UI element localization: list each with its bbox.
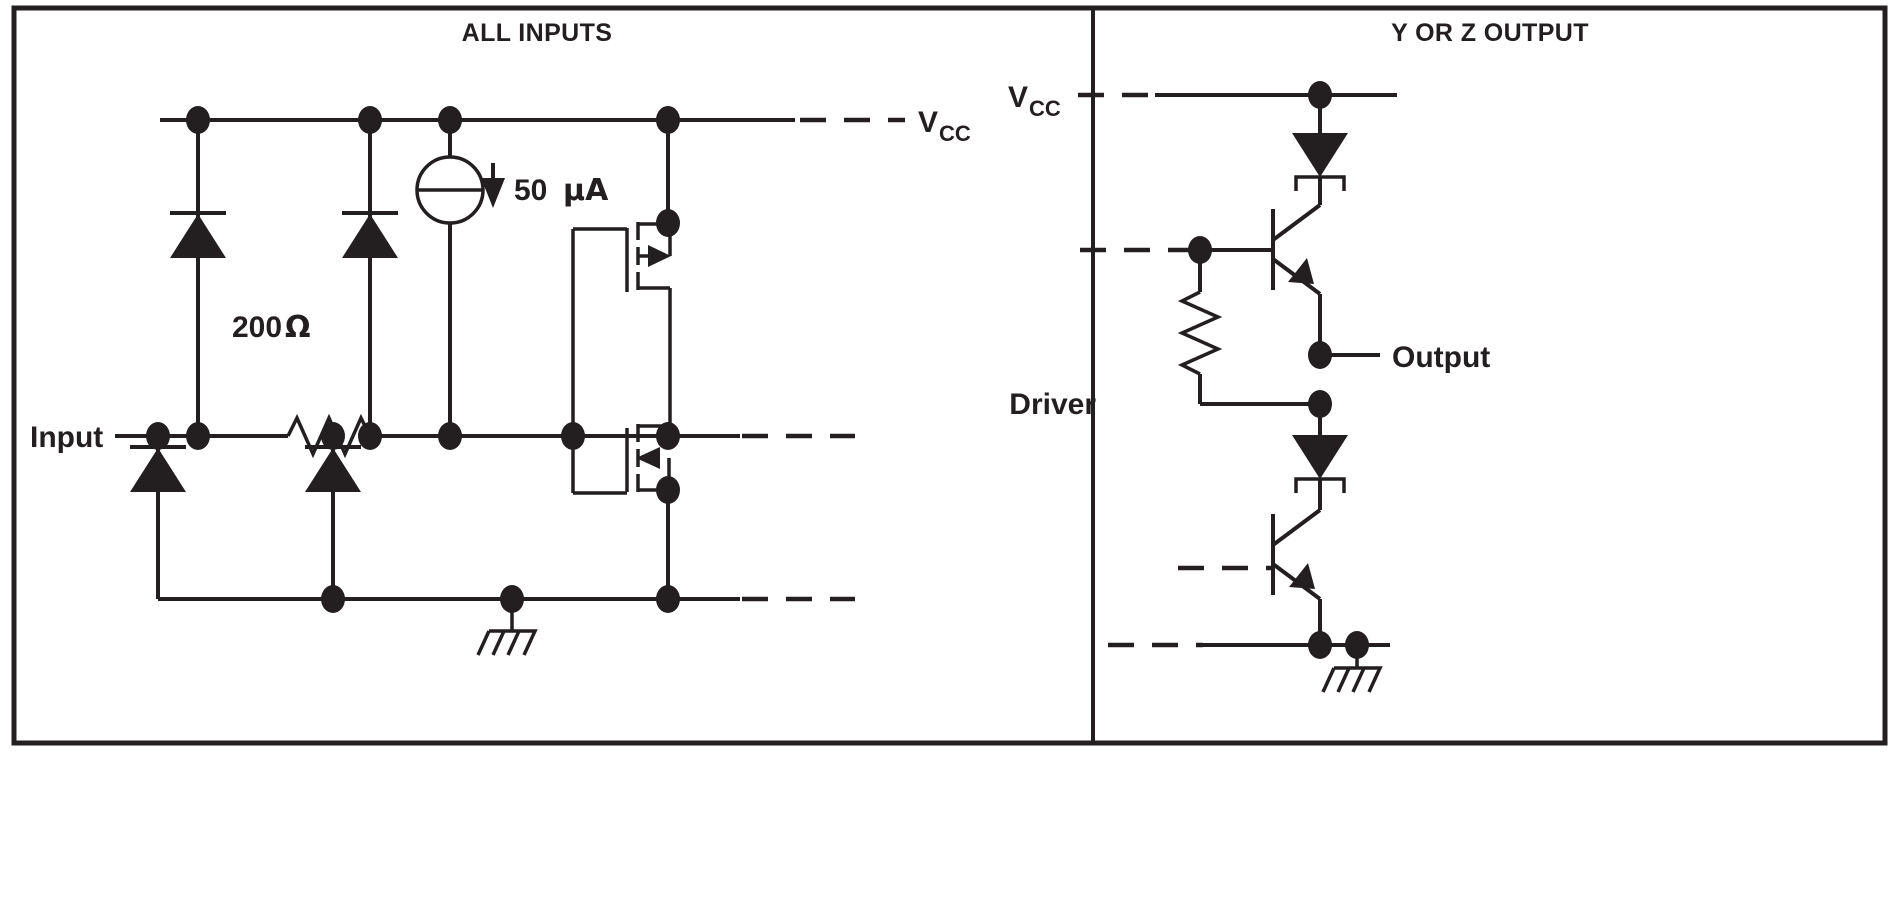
output-label: Output [1392,341,1490,374]
current-value-label: 50 [514,174,547,207]
vcc-subscript-left: CC [939,121,971,146]
node-dot [358,422,382,450]
schottky-diode-icon [342,214,398,258]
panel-title-y-or-z-output: Y OR Z OUTPUT [1391,19,1589,47]
node-dot [561,422,585,450]
lower-transistor-collector-slant [1271,508,1322,547]
ground-hatch [476,630,491,656]
node-dot [656,422,680,450]
resistor-unit-label: Ω [285,310,311,345]
vcc-subscript-right: CC [1029,96,1061,121]
ground-hatch [506,630,521,656]
resistor-zigzag-icon [286,413,372,459]
driver-label: Driver [1009,388,1096,421]
upper-transistor-collector-slant [1271,203,1322,242]
down-arrow-icon [481,178,505,208]
nmos-bulk-arrow-icon [636,447,660,469]
ground-symbol-icon [489,629,538,656]
ground-hatch [491,630,506,656]
resistor-zigzag-icon [1177,290,1223,376]
current-unit-label: μA [563,173,609,208]
ground-hatch [1351,667,1366,693]
vcc-label-left: V [918,106,938,139]
emitter-arrow-icon [1289,563,1315,589]
figure-border [11,5,1888,746]
schottky-diode-icon [170,214,226,258]
emitter-arrow-icon [1288,258,1314,284]
input-label: Input [30,421,103,454]
node-dot [656,585,680,613]
schottky-diode-icon [1292,133,1348,177]
node-dot [321,585,345,613]
pmos-bulk-arrow-icon [648,245,671,267]
node-dot [438,422,462,450]
ground-hatch [1336,667,1351,693]
vcc-label-right: V [1008,81,1028,114]
node-dot [1308,631,1332,659]
schottky-diode-icon [305,448,361,492]
schottky-diode-icon [1292,435,1348,479]
panel-title-all-inputs: ALL INPUTS [462,19,613,47]
ground-hatch [1321,667,1336,693]
ground-symbol-icon [1334,666,1383,693]
schottky-diode-icon [130,448,186,492]
resistor-value-label: 200 [232,311,282,344]
node-dot [186,422,210,450]
